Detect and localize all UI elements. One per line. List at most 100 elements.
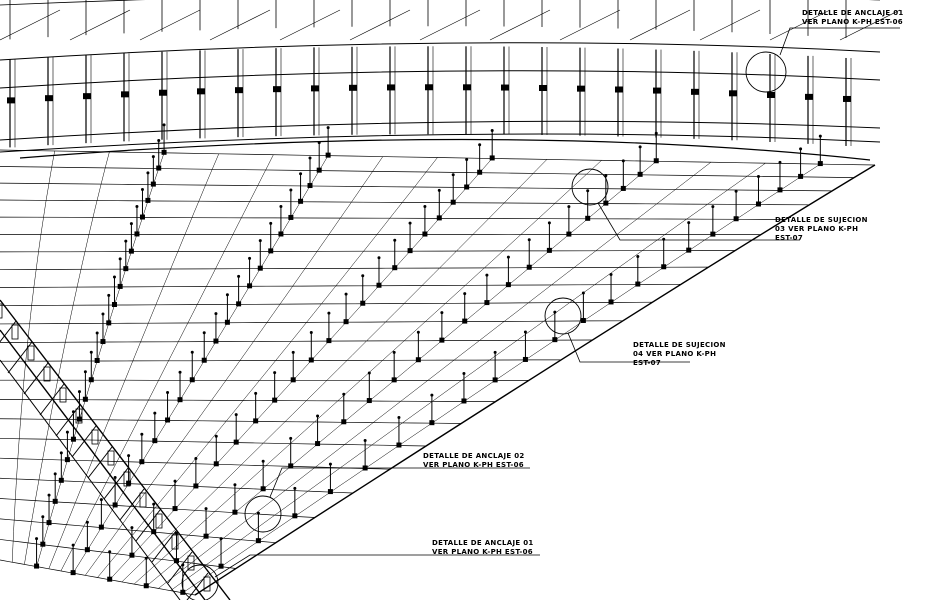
support-clamp <box>189 377 195 383</box>
post-head <box>367 371 371 375</box>
support-clamp <box>603 200 609 206</box>
post-head <box>654 131 658 135</box>
support-clamp <box>798 173 804 179</box>
post-head <box>440 311 444 315</box>
support-clamp <box>686 247 692 253</box>
post-head <box>462 371 466 375</box>
diagonal-stair-structure <box>0 299 231 600</box>
post-head <box>77 390 81 394</box>
support-clamp <box>100 339 106 345</box>
post-head <box>225 293 229 297</box>
support-clamp <box>278 231 284 237</box>
support-clamp <box>288 214 294 220</box>
support-clamp <box>203 533 209 539</box>
callout-leaders <box>181 27 900 600</box>
stair-stringer <box>0 359 181 600</box>
support-clamp <box>391 377 397 383</box>
post-head <box>190 350 194 354</box>
panel-line <box>0 283 682 288</box>
support-clamp <box>173 558 179 564</box>
panel-line <box>0 339 593 343</box>
callout-line: 03 VER PLANO K-PH <box>775 225 859 233</box>
support-clamp <box>218 563 224 569</box>
post-head <box>130 526 134 530</box>
post-head <box>289 188 293 192</box>
post-head <box>112 275 116 279</box>
bracing <box>139 9 201 41</box>
purlin-line <box>24 151 110 565</box>
stair-block <box>107 450 115 466</box>
support-clamp <box>139 214 145 220</box>
callout-line: DETALLE DE ANCLAJE 01 <box>432 539 534 547</box>
post-head <box>178 370 182 374</box>
post-head <box>299 172 303 176</box>
bracket <box>577 85 585 92</box>
support-clamp <box>257 265 263 271</box>
support-clamp <box>505 282 511 288</box>
callout-line: 04 VER PLANO K-PH <box>633 350 717 358</box>
callout-anclaje-01-top: DETALLE DE ANCLAJE 01 VER PLANO K-PH EST… <box>802 9 904 27</box>
support-clamp <box>566 231 572 237</box>
support-clamp <box>128 248 134 254</box>
post-head <box>604 174 608 178</box>
post-head <box>778 160 782 164</box>
stair-block <box>123 471 131 487</box>
bracing <box>559 9 621 41</box>
support-clamp <box>653 158 659 164</box>
support-clamp <box>126 480 132 486</box>
support-clamp <box>177 397 183 403</box>
purlin-line <box>182 163 821 594</box>
support-clamp <box>436 215 442 221</box>
leader-line <box>597 202 800 241</box>
post-head <box>174 531 178 535</box>
purlin-line <box>11 150 55 563</box>
post-head <box>237 274 241 278</box>
support-clamp <box>429 420 435 426</box>
post-head <box>567 205 571 209</box>
support-clamp <box>94 357 100 363</box>
support-clamp <box>407 248 413 254</box>
callout-anclaje-02: DETALLE DE ANCLAJE 02 VER PLANO K-PH EST… <box>423 452 525 470</box>
detail-circle <box>745 51 787 93</box>
post-head <box>101 312 105 316</box>
callout-line: EST-07 <box>633 359 662 367</box>
purlin-line <box>97 157 438 578</box>
detail-circle <box>244 495 282 533</box>
support-clamp <box>52 498 58 504</box>
post-head <box>261 459 265 463</box>
support-clamp <box>106 320 112 326</box>
post-head <box>107 293 111 297</box>
bracket <box>159 89 167 96</box>
support-clamp <box>316 167 322 173</box>
support-clamp <box>298 198 304 204</box>
post-head <box>256 511 260 515</box>
support-clamp <box>268 248 274 254</box>
beam-edge <box>0 0 880 6</box>
bracing <box>209 9 271 41</box>
post-head <box>687 221 691 225</box>
callout-line: DETALLE DE SUJECION <box>633 341 726 349</box>
support-clamp <box>58 477 64 483</box>
support-clamp <box>232 509 238 515</box>
panel-line <box>0 266 709 270</box>
post-head <box>53 472 57 476</box>
post-head <box>135 204 139 208</box>
roof-top-edge <box>19 138 871 161</box>
support-clamp <box>134 231 140 237</box>
support-clamp <box>462 318 468 324</box>
callout-line: VER PLANO K-PH EST-06 <box>802 18 903 26</box>
support-clamp <box>396 442 402 448</box>
support-clamp <box>733 216 739 222</box>
post-head <box>59 451 63 455</box>
support-clamp <box>139 459 145 465</box>
purlin-line <box>48 153 220 569</box>
support-clamp <box>489 155 495 161</box>
callout-sujecion-04: DETALLE DE SUJECION 04 VER PLANO K-PH ES… <box>633 341 726 368</box>
support-clamp <box>360 300 366 306</box>
post-head <box>95 331 99 335</box>
support-clamp <box>415 357 421 363</box>
roof-panel-mesh <box>0 123 876 596</box>
leader-line <box>567 332 690 363</box>
post-head <box>636 255 640 259</box>
support-clamp <box>46 520 52 526</box>
